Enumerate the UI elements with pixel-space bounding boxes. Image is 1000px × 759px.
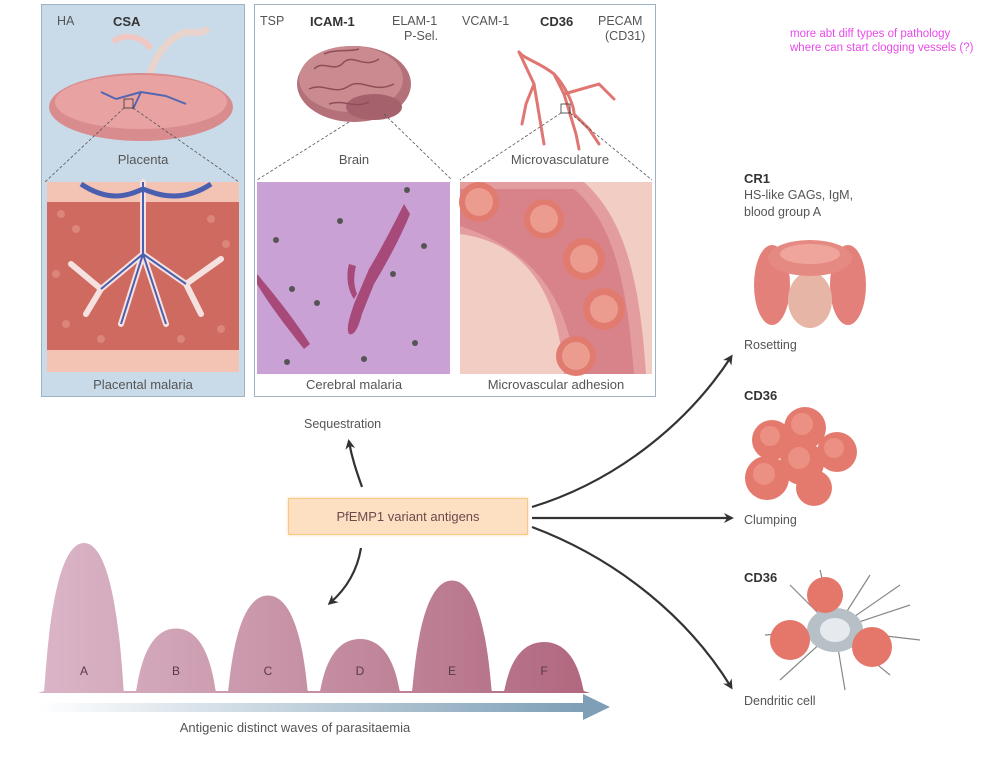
wave-label-c: C — [264, 664, 273, 678]
receptor-tsp: TSP — [260, 14, 285, 28]
organ-label-microvasculature: Microvasculature — [510, 152, 610, 167]
receptor-elam1: ELAM-1 — [392, 14, 438, 28]
waves-axis-label: Antigenic distinct waves of parasitaemia — [179, 720, 411, 735]
umbilical-cord — [142, 26, 210, 93]
wave-label-b: B — [172, 664, 180, 678]
outcome-1-ligands-line-2: blood group A — [744, 205, 822, 219]
wave-label-e: E — [448, 664, 456, 678]
pfemp1-node: PfEMP1 variant antigens — [288, 498, 528, 535]
outcome-3-receptor: CD36 — [744, 570, 778, 585]
receptor-psel: P-Sel. — [404, 29, 439, 43]
wave-area — [38, 543, 590, 693]
arrow-to-waves — [327, 547, 363, 605]
wave-label-a: A — [80, 664, 88, 678]
cerebral-vessel-1 — [347, 204, 410, 335]
annotation-line-2: where can start clogging vessels (?) — [790, 42, 974, 54]
brain-icon — [297, 46, 411, 122]
receptor-ha: HA — [57, 14, 75, 28]
organ-label-placenta: Placenta — [117, 152, 169, 167]
outcome-2-receptor: CD36 — [744, 388, 778, 403]
cerebral-vessel-2 — [257, 274, 310, 349]
arrow-to-rosetting — [531, 354, 733, 509]
annotation-line-1: more abt diff types of pathology — [790, 28, 951, 40]
wave-label-f: F — [540, 664, 547, 678]
outcome-1-receptor: CR1 — [744, 171, 771, 186]
rosette-icon — [754, 240, 866, 328]
outcome-1-ligands-line-1: HS-like GAGs, IgM, — [744, 188, 854, 202]
placenta-illustration — [44, 26, 240, 372]
receptor-pecam: PECAM — [598, 14, 643, 28]
adhered-erythrocytes — [459, 182, 625, 376]
receptor-icam1: ICAM-1 — [310, 14, 355, 29]
caption-microvascular-adhesion: Microvascular adhesion — [487, 377, 625, 392]
pfemp1-label: PfEMP1 variant antigens — [336, 509, 480, 524]
time-axis-bar — [38, 703, 583, 712]
arrow-to-sequestration — [345, 439, 364, 488]
outcome-1-label: Rosetting — [744, 338, 797, 352]
caption-cerebral-malaria: Cerebral malaria — [305, 377, 403, 392]
dendritic-cell-icon — [764, 569, 921, 691]
receptor-cd36: CD36 — [540, 14, 574, 29]
caption-placental-malaria: Placental malaria — [93, 377, 193, 392]
organ-label-brain: Brain — [338, 152, 370, 167]
time-axis-arrowhead — [583, 694, 610, 720]
sequestration-label: Sequestration — [304, 417, 382, 431]
parasitaemia-waves: A B C D E F — [38, 543, 610, 720]
receptor-csa: CSA — [113, 14, 141, 29]
annotation-note: more abt diff types of pathology where c… — [790, 27, 973, 55]
microvessel-tree-icon — [517, 50, 616, 151]
brain-microvasculature-illustration — [256, 46, 653, 376]
receptor-cd31: (CD31) — [605, 29, 646, 43]
arrow-to-dendritic-cell — [531, 525, 733, 690]
cord-loop — [110, 33, 154, 51]
outcome-2-label: Clumping — [744, 513, 797, 527]
outcome-3-label: Dendritic cell — [744, 694, 816, 708]
zoom-box — [123, 98, 134, 109]
wave-label-d: D — [356, 664, 365, 678]
receptor-vcam1: VCAM-1 — [462, 14, 510, 28]
clump-icon — [745, 407, 857, 506]
